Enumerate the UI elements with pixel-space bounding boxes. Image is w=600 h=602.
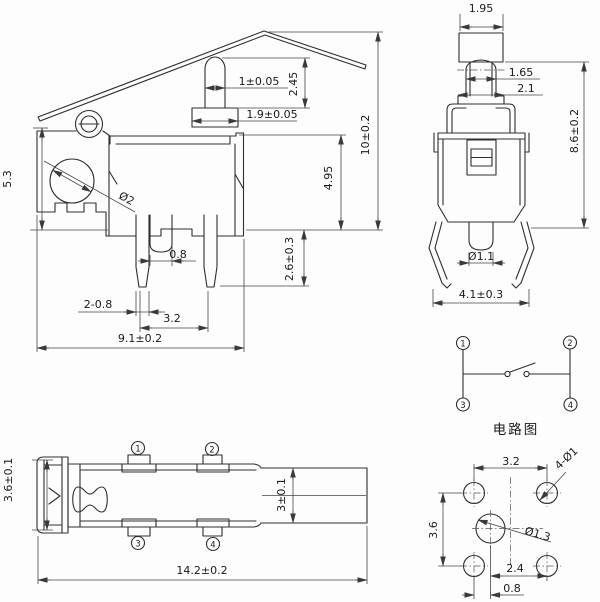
terminal-2-circle: [562, 335, 578, 350]
dim-total-height: 10±0.2: [359, 115, 372, 156]
dim-front-plunger-width: 1.65: [509, 66, 534, 79]
front-center-pin: [468, 221, 494, 251]
terminal-1-label: 1: [460, 340, 465, 350]
dim-body-height: 4.95: [322, 166, 335, 191]
dim-hole-dia: Ø2: [117, 189, 137, 208]
side-plunger: [204, 56, 226, 109]
front-flanges: [433, 132, 530, 153]
terminal-2-label: 2: [567, 339, 572, 349]
top-terminal-4-shoulder: [196, 518, 230, 528]
side-channel: [102, 130, 237, 145]
top-terminal-4-stub: [202, 526, 223, 537]
top-cap-inner: [43, 456, 63, 534]
front-plunger-dome: [465, 59, 497, 71]
side-contact-slot: [149, 214, 173, 253]
terminal-4-label: 4: [568, 401, 573, 411]
top-terminal-2-circle: [204, 441, 220, 457]
circuit-caption: 电路图: [493, 422, 540, 438]
front-leg-right: [511, 221, 535, 289]
pcb-center-crosshair: [472, 510, 543, 548]
dim-pcb-pitch-x: 3.2: [502, 455, 520, 468]
dim-pin-width: 2-0.8: [84, 298, 112, 311]
dim-lever-width: 1.95: [469, 2, 494, 15]
top-terminal-4-label: 4: [210, 541, 215, 551]
top-terminal-2-label: 2: [209, 446, 214, 456]
side-divider: [108, 135, 118, 237]
front-collar: [457, 95, 505, 105]
top-terminal-3-shoulder: [121, 518, 157, 528]
front-body: [437, 132, 526, 223]
dim-collar-width: 1.9±0.05: [246, 108, 297, 121]
top-terminal-3-label: 3: [135, 540, 140, 550]
top-terminal-1-circle: [130, 440, 146, 456]
top-terminal-3-circle: [130, 535, 146, 551]
dim-front-collar-width: 2.1: [517, 82, 535, 95]
top-terminal-2-shoulder: [196, 463, 230, 473]
dim-pcb-pitch-y: 3.6: [427, 521, 440, 539]
side-body-bottom: [105, 132, 245, 237]
top-body-outline: [67, 463, 368, 528]
pcb-layout: 3.2 3.6 4-Ø1 Ø1.3 2.4 0.8: [427, 445, 581, 599]
dim-left-height: 5.3: [1, 170, 14, 188]
contact-right: [523, 370, 530, 378]
side-plunger-collar: [191, 107, 239, 128]
front-window-outer: [466, 139, 497, 176]
dim-plunger-height: 2.45: [287, 72, 300, 97]
front-body-inner: [442, 138, 521, 206]
front-upper-housing: [446, 103, 516, 134]
side-body-left: [36, 130, 107, 237]
terminal-4-circle: [563, 397, 578, 412]
front-upper-housing-inner: [451, 107, 511, 134]
front-leg-left: [428, 221, 452, 289]
circuit-diagram: 1 2 3 4 电路图: [455, 335, 578, 438]
top-terminal-1-stub: [127, 454, 151, 465]
dim-slot-width: 0.8: [169, 248, 187, 261]
front-view: 1.95 1.65 2.1 8.6±0.2 Ø1.1 4.1±0.3: [428, 2, 589, 307]
contact-left: [504, 370, 511, 378]
side-right-wall: [234, 143, 244, 237]
terminal-3-label: 3: [460, 401, 465, 411]
dim-body-width: 9.1±0.2: [118, 332, 162, 345]
top-cap: [36, 456, 69, 534]
dim-total-length: 14.2±0.2: [176, 564, 227, 577]
dim-plunger-width: 1±0.05: [239, 75, 280, 88]
front-lever-end: [458, 32, 504, 63]
dim-pcb-offset-left: 0.8: [503, 582, 521, 595]
dim-top-body-width: 3.6±0.1: [2, 458, 15, 502]
dim-pcb-offset-right: 2.4: [506, 562, 524, 575]
dim-pin-length: 2.6±0.3: [283, 237, 296, 281]
top-view: 1 2 3 4 3.6±0.1 3±0.1 14.2±0.2: [2, 440, 368, 584]
dim-pin-pitch: 3.2: [163, 312, 181, 325]
top-terminal-2-stub: [202, 454, 223, 465]
side-view: 1±0.05 2.45 1.9±0.05 10±0.2 4.95 5.3: [1, 30, 383, 352]
terminal-1-circle: [455, 335, 471, 351]
terminal-3-circle: [455, 397, 471, 412]
side-lever: [37, 30, 367, 122]
dim-corner-holes: 4-Ø1: [552, 445, 580, 473]
dim-center-hole: Ø1.3: [523, 524, 552, 544]
dim-leg-span: 4.1±0.3: [459, 288, 503, 301]
dim-front-height: 8.6±0.2: [568, 109, 581, 153]
side-pivot-outer: [74, 109, 104, 139]
top-body-inner: [79, 463, 257, 528]
top-cap-chevron: [48, 487, 61, 505]
front-plunger: [465, 61, 497, 97]
top-bone-cutout: [72, 486, 108, 513]
switch-blade: [509, 362, 536, 373]
dim-top-lever-width: 3±0.1: [275, 478, 288, 512]
side-hole: [49, 158, 95, 204]
top-terminal-3-stub: [127, 526, 151, 537]
top-terminal-1-shoulder: [121, 463, 157, 473]
top-terminal-4-circle: [205, 536, 221, 552]
top-terminal-1-label: 1: [135, 445, 140, 455]
dim-pin-dia: Ø1.1: [468, 250, 494, 263]
